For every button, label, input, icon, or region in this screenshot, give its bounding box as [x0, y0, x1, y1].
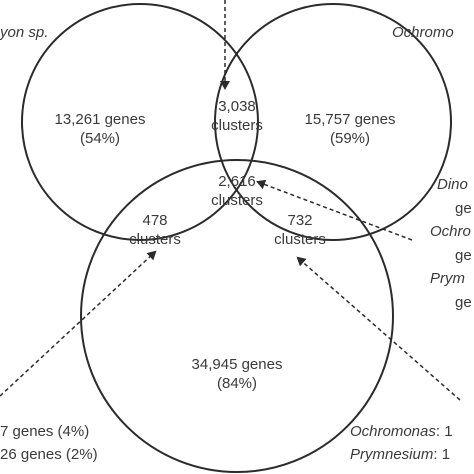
right-only-percent: (59%) [329, 130, 370, 147]
left-bottom-value: 478 [142, 212, 168, 229]
edge-label-bottom-right-1: Ochromonas: 1 [350, 422, 453, 441]
region-center: 2,616 clusters [182, 172, 292, 210]
edge-label-bottom-left-2: 26 genes (2%) [0, 446, 98, 463]
edge-label-right-3: Ochro [430, 223, 471, 240]
top-overlap-value: 3,038 [218, 98, 256, 115]
edge-label-bottom-left-1: 7 genes (4%) [0, 423, 90, 440]
region-bottom-only: 34,945 genes (84%) [160, 355, 314, 393]
bottom-only-value: 34,945 genes [191, 356, 283, 373]
right-bottom-value: 732 [287, 212, 313, 229]
edge-label-right-1: Dino [437, 176, 468, 193]
edge-label-right-6: ge [455, 294, 472, 311]
edge-label-top-right: Ochromo [392, 24, 454, 41]
arrow-left-bottom [0, 250, 157, 397]
circle-left [21, 3, 259, 241]
bottom-right-1-rest: : 1 [435, 423, 453, 440]
bottom-right-1-italic: Ochromonas [350, 423, 436, 440]
left-only-percent: (54%) [79, 130, 120, 147]
circle-right [214, 3, 452, 241]
arrow-right-bottom [296, 256, 461, 401]
edge-label-right-5: Prym [430, 270, 465, 287]
right-only-value: 15,757 genes [304, 111, 396, 128]
center-unit: clusters [211, 192, 263, 209]
region-left-only: 13,261 genes (54%) [30, 110, 170, 148]
edge-label-top-left: yon sp. [0, 24, 49, 41]
bottom-right-2-italic: Prymnesium [350, 446, 434, 463]
edge-label-bottom-right-2: Prymnesium: 1 [350, 445, 450, 464]
right-bottom-unit: clusters [274, 231, 326, 248]
edge-label-right-2: ge [455, 200, 472, 217]
region-left-bottom-overlap: 478 clusters [110, 211, 200, 249]
region-right-only: 15,757 genes (59%) [280, 110, 420, 148]
bottom-right-2-rest: : 1 [433, 446, 451, 463]
top-overlap-unit: clusters [211, 117, 263, 134]
region-top-overlap: 3,038 clusters [182, 97, 292, 135]
left-only-value: 13,261 genes [54, 111, 146, 128]
region-right-bottom-overlap: 732 clusters [252, 211, 348, 249]
left-bottom-unit: clusters [129, 231, 181, 248]
bottom-only-percent: (84%) [216, 375, 257, 392]
center-value: 2,616 [218, 173, 256, 190]
edge-label-right-4: ge [455, 247, 472, 264]
circle-bottom [80, 159, 394, 473]
